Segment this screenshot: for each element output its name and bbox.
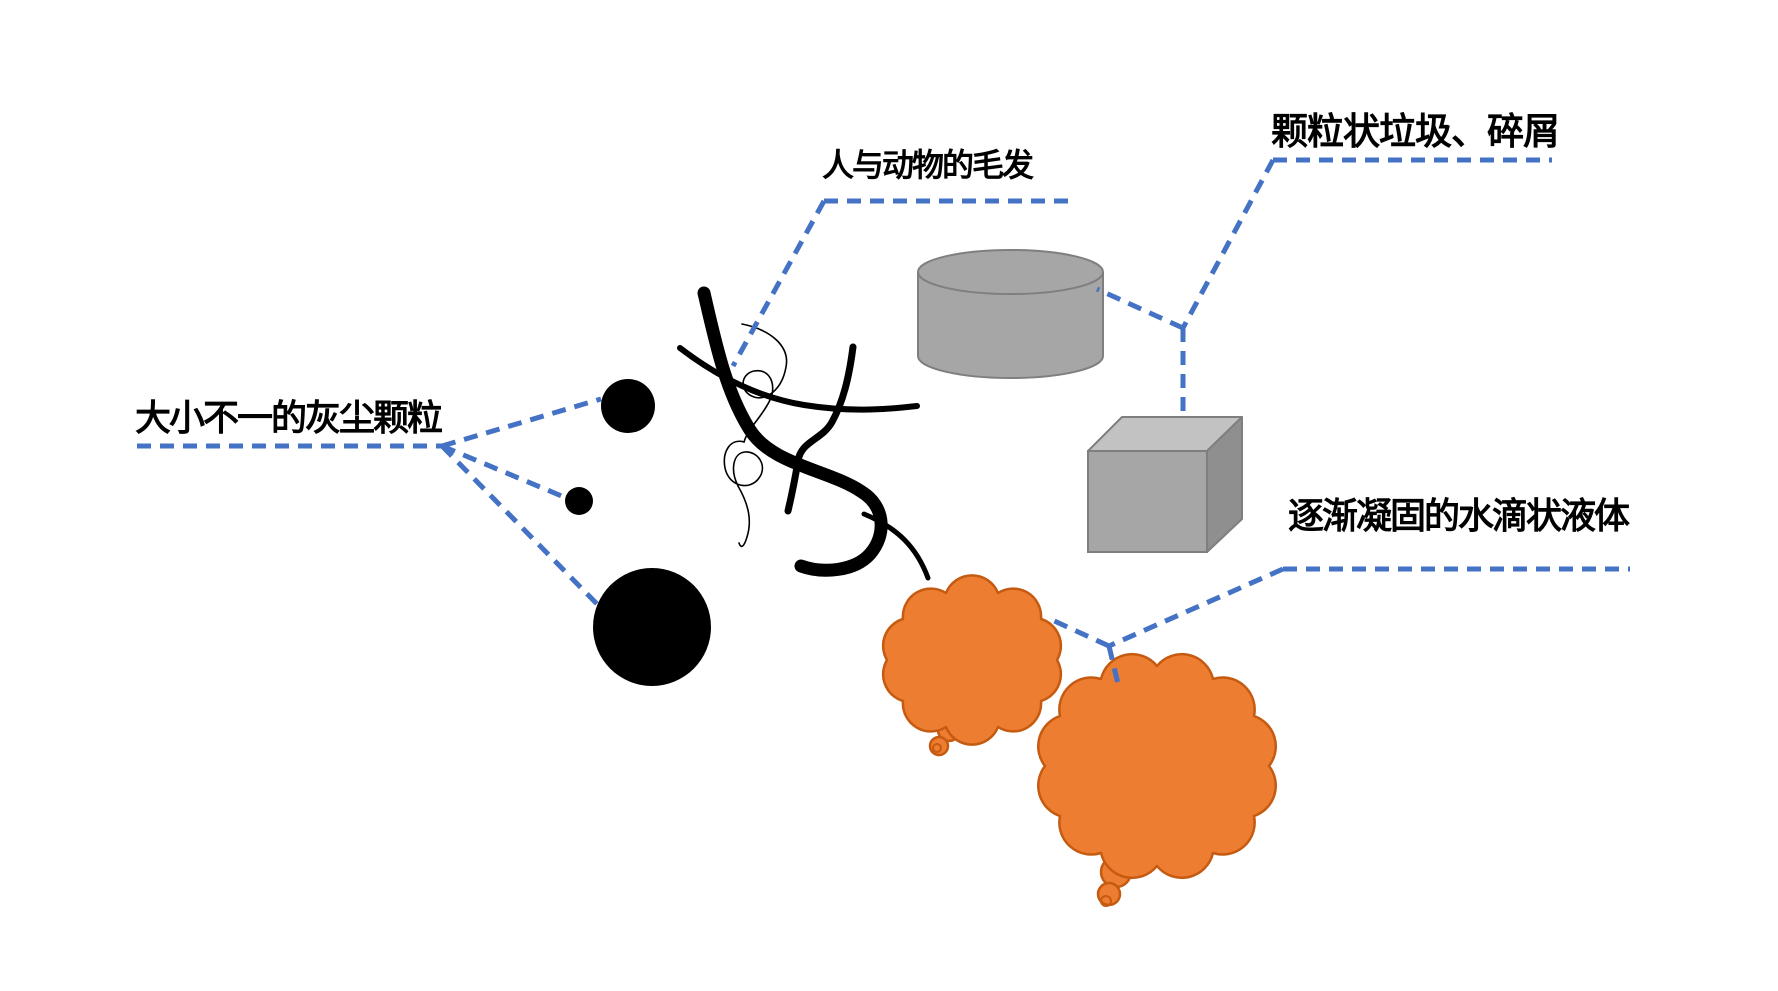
debris-cube: [1087, 416, 1243, 553]
dust-circle-large: [593, 568, 711, 686]
hair-strand-thin-scribble: [723, 323, 788, 548]
leader-lines-debris: [1095, 157, 1552, 414]
debris-cylinder: [917, 249, 1104, 379]
cube-front-face: [1087, 450, 1208, 553]
hair-strand-thick: [697, 286, 888, 577]
dust-particles-group: [565, 379, 711, 686]
hair-strand-wavy: [784, 343, 857, 515]
label-human-animal-hair: 人与动物的毛发: [822, 147, 1034, 183]
liquid-leader-to-large-cloud: [1106, 645, 1122, 689]
dust-leader-to-small-circle: [441, 443, 565, 500]
label-dust-particles: 大小不一的灰尘颗粒: [135, 397, 443, 438]
liquid-cloud-large: [1037, 652, 1277, 880]
leader-lines-liquid: [1048, 566, 1630, 689]
leader-lines-hair: [730, 198, 1073, 368]
liquid-cloud-small: [881, 574, 1063, 746]
debris-leader-diagonal: [1180, 158, 1276, 330]
dust-leader-to-large-circle: [440, 444, 601, 608]
hair-strands-group: [677, 286, 931, 581]
small-cloud-tail-swirl: [932, 743, 942, 753]
big-cloud-tail-swirl: [1100, 895, 1112, 907]
leader-lines-dust: [137, 396, 602, 608]
liquid-leader-to-small-cloud: [1048, 616, 1111, 649]
dust-circle-small: [565, 487, 593, 515]
liquid-clouds-group: [881, 574, 1277, 907]
hair-leader-to-strands: [730, 199, 827, 368]
liquid-leader-diagonal: [1107, 566, 1285, 649]
dust-circle-medium: [601, 379, 655, 433]
cylinder-top: [917, 249, 1104, 295]
label-granular-garbage-debris: 颗粒状垃圾、碎屑: [1271, 111, 1560, 152]
hair-strand-long: [677, 345, 920, 413]
cylinder-body: [917, 272, 1104, 379]
hair-strand-short: [861, 511, 931, 581]
debris-leader-to-cylinder: [1095, 286, 1185, 331]
dust-leader-to-medium-circle: [441, 396, 602, 449]
label-solidifying-liquid: 逐渐凝固的水滴状液体: [1288, 495, 1630, 536]
